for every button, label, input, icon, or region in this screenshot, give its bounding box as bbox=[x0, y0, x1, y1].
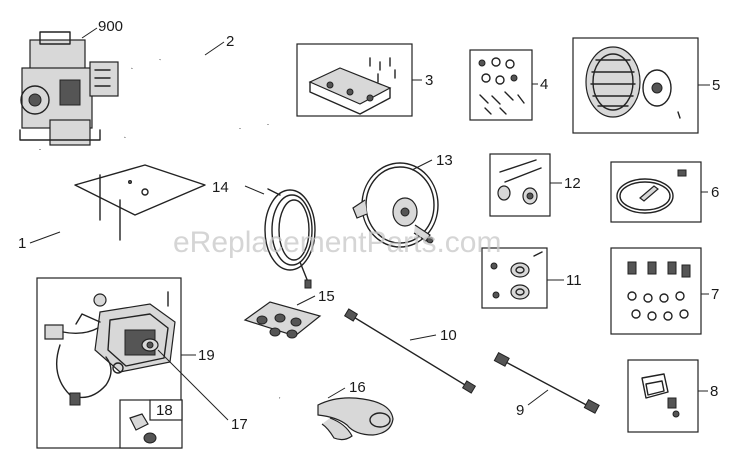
callout-15: 15 bbox=[318, 288, 335, 305]
part-18-label-box bbox=[149, 399, 183, 421]
callout-8: 8 bbox=[710, 383, 718, 400]
callout-11: 11 bbox=[566, 272, 582, 289]
engine-part bbox=[19, 31, 119, 146]
vibration-mount-kit-part bbox=[627, 261, 691, 321]
watermark-text: eReplacementParts.com bbox=[173, 226, 501, 259]
callout-19: 19 bbox=[198, 347, 215, 364]
callout-12: 12 bbox=[564, 175, 581, 192]
o-ring-kit-part bbox=[616, 169, 687, 214]
fastener-kit-part bbox=[478, 57, 525, 115]
callout-7: 7 bbox=[711, 286, 719, 303]
callout-10: 10 bbox=[440, 327, 457, 344]
mount-bracket-part bbox=[308, 57, 396, 115]
part-7-box bbox=[610, 247, 702, 335]
part-12-box bbox=[489, 153, 551, 217]
callout-18: 18 bbox=[156, 402, 173, 419]
callout-9: 9 bbox=[516, 402, 524, 419]
wheel-kit-part bbox=[585, 46, 681, 119]
lance-extension-part bbox=[343, 308, 477, 394]
callout-900: 900 bbox=[98, 18, 123, 35]
handle-part bbox=[130, 54, 270, 129]
callout-5: 5 bbox=[712, 77, 720, 94]
lance-part bbox=[493, 351, 600, 414]
callout-16: 16 bbox=[349, 379, 366, 396]
thermal-relief-kit-part bbox=[641, 373, 680, 418]
callout-2: 2 bbox=[226, 33, 234, 50]
callout-13: 13 bbox=[436, 152, 453, 169]
spray-gun-part bbox=[279, 396, 394, 441]
callout-1: 1 bbox=[18, 235, 26, 252]
hose-reel-part bbox=[352, 162, 439, 248]
callout-3: 3 bbox=[425, 72, 433, 89]
part-11-box bbox=[481, 247, 548, 309]
bolt-kit-part bbox=[497, 159, 542, 205]
callout-6: 6 bbox=[711, 184, 719, 201]
high-pressure-hose-part bbox=[264, 188, 316, 289]
pump-fitting-part bbox=[129, 413, 157, 444]
unloader-part bbox=[141, 338, 159, 352]
part-6-box bbox=[610, 161, 702, 223]
frame-part bbox=[38, 120, 222, 252]
callout-17: 17 bbox=[231, 416, 248, 433]
bearing-kit-part bbox=[490, 251, 543, 300]
part-8-box bbox=[627, 359, 699, 433]
pump-assembly-part bbox=[44, 291, 176, 406]
callout-14: 14 bbox=[212, 179, 229, 196]
nozzle-kit-part bbox=[243, 301, 322, 339]
callout-4: 4 bbox=[540, 76, 548, 93]
